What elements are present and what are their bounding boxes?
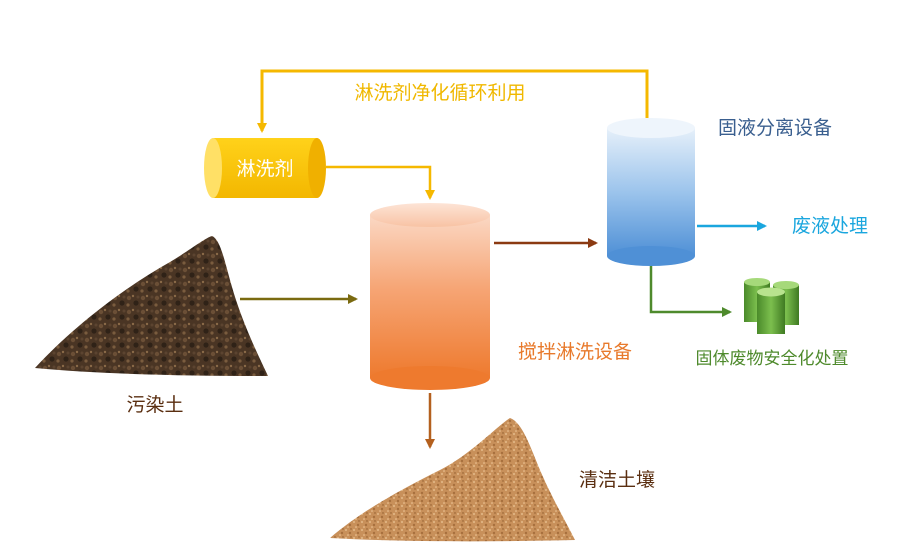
solid-waste-label: 固体废物安全化处置 bbox=[696, 349, 849, 369]
wastewater-label: 废液处理 bbox=[792, 215, 868, 237]
recycle-loop-arrow bbox=[257, 69, 649, 133]
mixing-washer-cylinder bbox=[370, 203, 490, 390]
solid-waste-bins-icon bbox=[744, 278, 799, 334]
clean-soil-label: 清洁土壤 bbox=[579, 469, 655, 491]
solid-liquid-separator-cylinder bbox=[607, 118, 695, 266]
washing-agent-label: 淋洗剂 bbox=[236, 158, 293, 180]
separator-label: 固液分离设备 bbox=[718, 117, 832, 139]
recycle-loop-label: 淋洗剂净化循环利用 bbox=[354, 82, 525, 104]
contaminated-soil-pile bbox=[35, 236, 268, 376]
washing-agent-tank bbox=[204, 138, 326, 198]
to-solid-waste-arrow bbox=[649, 266, 732, 317]
agent-to-mixer-arrow bbox=[326, 165, 435, 200]
clean-soil-pile bbox=[330, 418, 575, 542]
mixer-label: 搅拌淋洗设备 bbox=[518, 341, 632, 363]
contaminated-soil-label: 污染土 bbox=[126, 394, 183, 416]
